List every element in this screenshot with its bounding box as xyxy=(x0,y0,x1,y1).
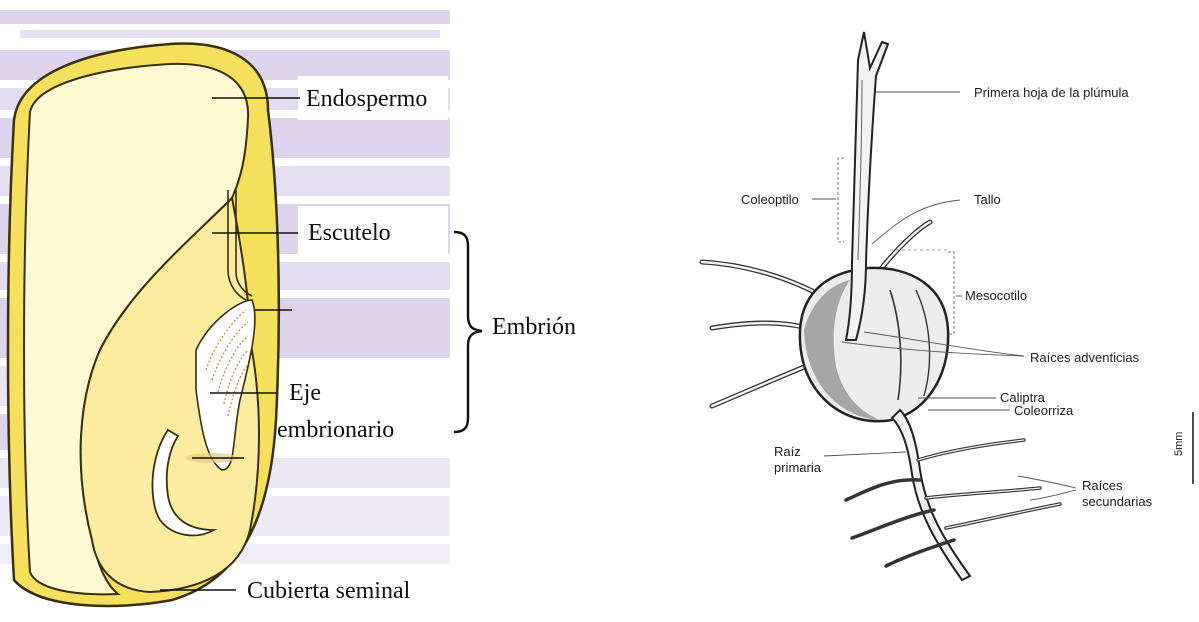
label-embryonic-axis-line2: embrionario xyxy=(277,417,394,443)
secondary-root-sketches xyxy=(846,440,1060,566)
label-first-leaf: Primera hoja de la plúmula xyxy=(974,85,1129,100)
embryo-brace xyxy=(454,232,482,432)
label-stem: Tallo xyxy=(974,192,1001,207)
label-coleoptile: Coleoptilo xyxy=(741,192,799,207)
label-endosperm: Endospermo xyxy=(306,86,427,112)
label-seed-coat: Cubierta seminal xyxy=(247,578,411,604)
label-embryo: Embrión xyxy=(492,314,576,340)
label-adventitious-roots: Raíces adventicias xyxy=(1030,350,1140,365)
label-mesocotyl: Mesocotilo xyxy=(965,288,1027,303)
label-primary-root-line1: Raíz xyxy=(774,444,801,459)
label-embryonic-axis-line1: Eje xyxy=(289,380,321,406)
label-primary-root-line2: primaria xyxy=(774,460,822,475)
coleoptile-bracket xyxy=(838,158,844,242)
label-scale: 5mm xyxy=(1173,432,1185,456)
label-secondary-roots-line1: Raíces xyxy=(1082,478,1123,493)
label-scutellum: Escutelo xyxy=(308,220,391,246)
label-secondary-roots-line2: secundarias xyxy=(1082,494,1153,509)
mesocotyl-bracket xyxy=(948,252,954,334)
seedling-panel: 5mm Primera hoja de la plúmula Coleoptil… xyxy=(702,32,1193,580)
label-coleorhiza: Coleorriza xyxy=(1014,403,1074,418)
seed-section-panel: Endospermo Escutelo Embrión Eje embriona… xyxy=(0,10,576,610)
